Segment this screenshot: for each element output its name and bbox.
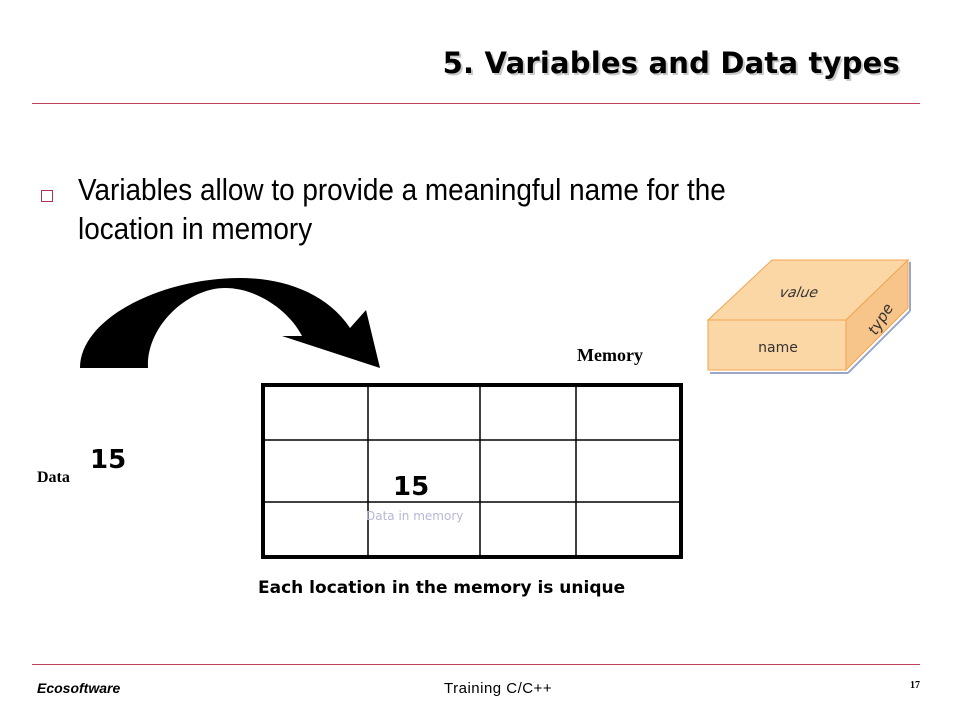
arrow-shape xyxy=(80,278,380,368)
box-front-face xyxy=(707,319,847,371)
box-value-label: value xyxy=(778,285,820,301)
page-title: 5. Variables and Data types xyxy=(442,46,900,80)
memory-label: Memory xyxy=(577,345,643,365)
footer-course: Training C/C++ xyxy=(444,680,553,697)
footer-company: Ecosoftware xyxy=(37,680,121,696)
variable-box-diagram: value name type xyxy=(706,258,911,374)
data-label: Data xyxy=(37,469,70,486)
box-name-label: name xyxy=(758,340,798,356)
memory-cell-value: 15 xyxy=(393,472,430,502)
title-divider xyxy=(32,103,920,104)
bullet-text: Variables allow to provide a meaningful … xyxy=(78,172,726,246)
grid-caption: Each location in the memory is unique xyxy=(258,578,626,598)
memory-cell-caption: Data in memory xyxy=(366,509,464,523)
bullet-square-icon xyxy=(41,190,53,202)
page-number: 17 xyxy=(910,680,920,691)
grid-border xyxy=(261,383,683,559)
curved-arrow-icon xyxy=(80,278,380,368)
data-value: 15 xyxy=(90,445,127,475)
footer-divider xyxy=(32,664,920,665)
memory-grid xyxy=(261,383,683,559)
